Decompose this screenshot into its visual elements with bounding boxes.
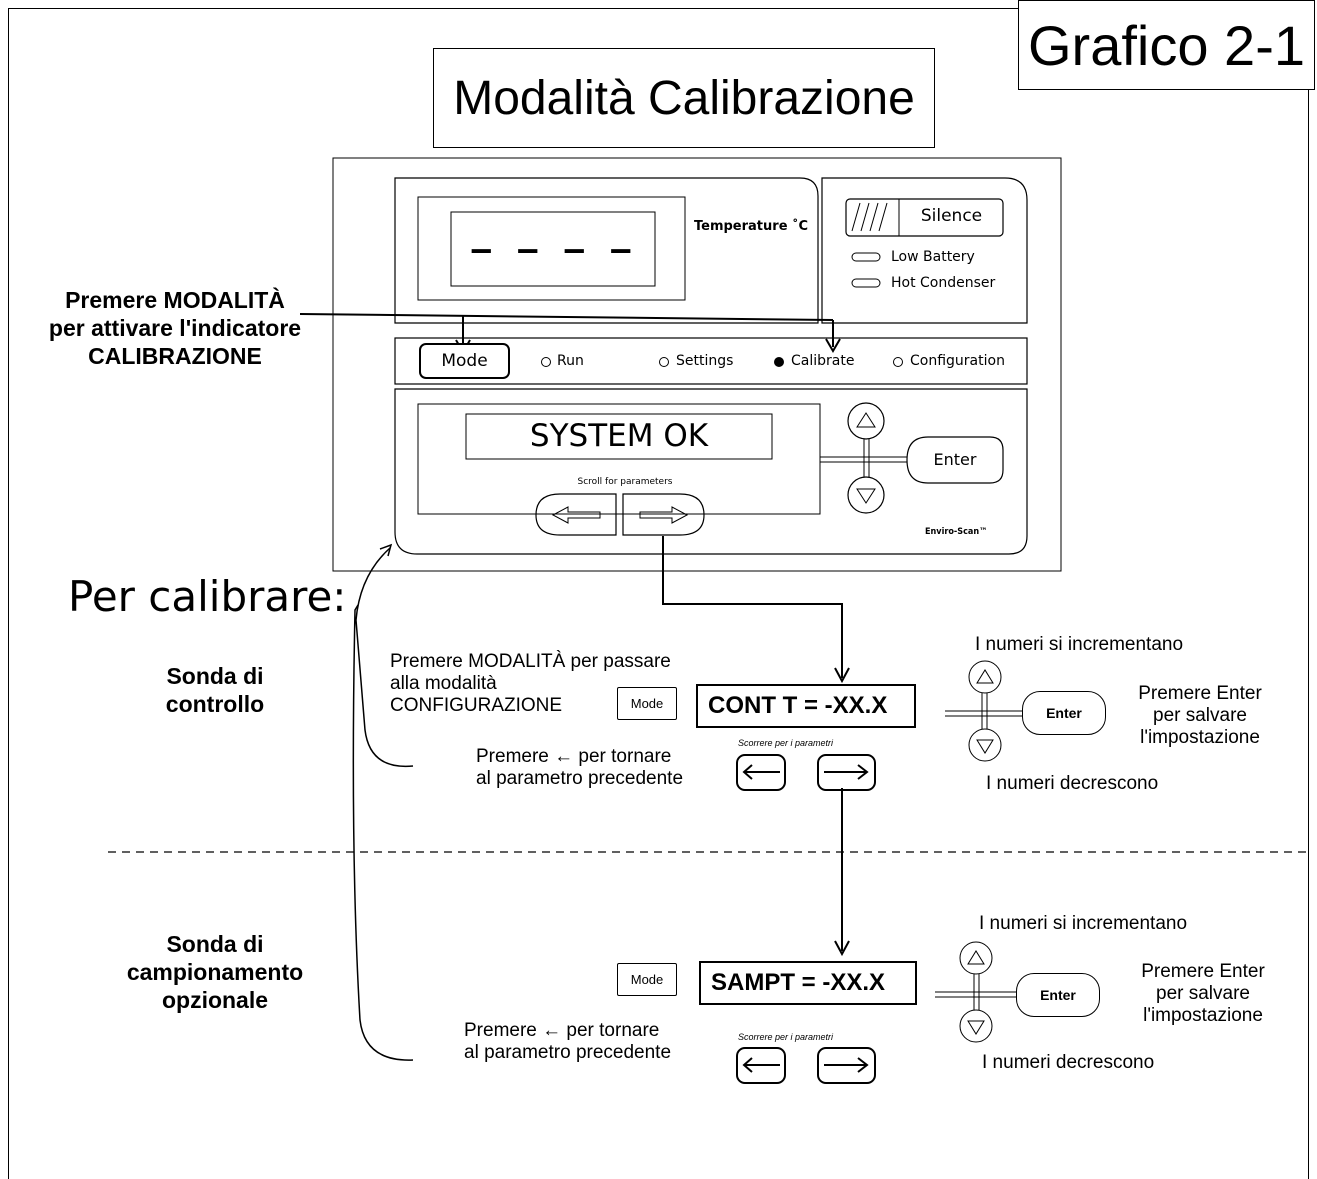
section-1-right-arrow-button[interactable] [818,755,875,790]
section-2-heading-line-3: opzionale [161,987,269,1013]
section-1-param-display: CONT T = -XX.X [696,684,916,728]
device-enter-button [906,436,1004,484]
status-section [821,177,1028,324]
section-2-enter-button[interactable]: Enter [1016,973,1100,1017]
low-battery-label: Low Battery [891,249,975,265]
section-1-mode-note-line-1: Premere MODALITÀ per passare [390,651,671,672]
device-display-value: – – – – [471,230,635,268]
brand-logo: Enviro-Scan™ [925,527,988,537]
section-1-enter-note-line-3: l'impostazione [1140,727,1260,748]
section-1-left-arrow-button[interactable] [737,755,785,790]
section-2-left-arrow-button[interactable] [737,1048,785,1083]
section-2-increase-label: I numeri si incrementano [979,913,1188,934]
callout-line-1: Premere MODALITÀ [65,287,285,313]
section-1-decrease-label: I numeri decrescono [986,773,1159,794]
section-2-scroll-label: Scorrere per i parametri [738,1032,834,1042]
temperature-label: Temperature ˚C [694,219,809,234]
lower-section [394,388,1028,555]
mode-bar [394,337,1028,385]
section-2-back-line-2: al parametro precedente [464,1042,672,1063]
figure-label: Grafico 2-1 [1018,0,1315,90]
section-2-heading: Sonda di campionamento opzionale [70,930,360,1014]
section-1-back-line-1: Premere ← per tornare [476,746,672,767]
section-2-heading-line-1: Sonda di [166,931,264,957]
section-1-enter-note-line-2: per salvare [1153,705,1247,726]
mode-calibrate: Calibrate [791,353,855,369]
section-2-enter-note-line-3: l'impostazione [1143,1005,1263,1026]
section-1-heading: Sonda di controllo [120,662,310,718]
callout-text: Premere MODALITÀ per attivare l'indicato… [10,286,340,370]
section-2-enter-note: Premere Enter per salvare l'impostazione [1118,961,1288,1027]
section-1-enter-note: Premere Enter per salvare l'impostazione [1120,683,1280,749]
section-1-mode-note-line-2: alla modalità [390,673,497,694]
section-2-decrease-label: I numeri decrescono [982,1052,1155,1073]
section-2-heading-line-2: campionamento [126,959,304,985]
page-title: Modalità Calibrazione [433,48,935,148]
lcd-outer [417,403,821,515]
section-1-mode-note: Premere MODALITÀ per passare alla modali… [390,651,671,717]
silence-label[interactable]: Silence [920,206,983,226]
section-2-param-display: SAMPT = -XX.X [699,961,917,1005]
section-1-mode-button[interactable]: Mode [617,687,677,720]
display-section [394,177,819,324]
display-inner [450,211,656,287]
section-1-mode-note-line-3: CONFIGURAZIONE [390,695,563,716]
hot-condenser-led [851,278,881,288]
device-scroll-label: Scroll for parameters [577,477,673,487]
device-enter-label[interactable]: Enter [933,450,977,469]
section-2-enter-note-line-2: per salvare [1156,983,1250,1004]
page-frame [8,8,1309,1179]
mode-settings: Settings [676,353,734,369]
section-1-enter-button[interactable]: Enter [1022,691,1106,735]
section-1-scroll-label: Scorrere per i parametri [738,738,834,748]
hot-condenser-label: Hot Condenser [891,275,996,291]
device-panel [332,157,1062,572]
device-mode-button[interactable]: Mode [419,343,510,379]
mode-run: Run [557,353,584,369]
device-status-text: SYSTEM OK [529,418,709,454]
callout-line-2: per attivare l'indicatore [48,315,302,341]
page-frame-right [1308,8,1309,1179]
section-1-heading-line-2: controllo [165,691,265,717]
low-battery-led [851,252,881,262]
silence-button [845,198,1004,237]
section-2-enter-note-line-1: Premere Enter [1141,961,1265,982]
section-1-heading-line-1: Sonda di [166,663,264,689]
section-1-increase-label: I numeri si incrementano [975,634,1184,655]
section-1-back-line-2: al parametro precedente [476,768,684,789]
section-2-right-arrow-button[interactable] [818,1048,875,1083]
section-1-enter-note-line-1: Premere Enter [1138,683,1262,704]
section-2-back-line-1: Premere ← per tornare [464,1020,660,1041]
section-2-mode-button[interactable]: Mode [617,963,677,996]
display-outer [417,196,686,301]
mode-configuration: Configuration [910,353,1005,369]
callout-line-3: CALIBRAZIONE [88,343,262,369]
lcd-inner [465,413,773,460]
per-calibrare-heading: Per calibrare: [68,572,347,621]
